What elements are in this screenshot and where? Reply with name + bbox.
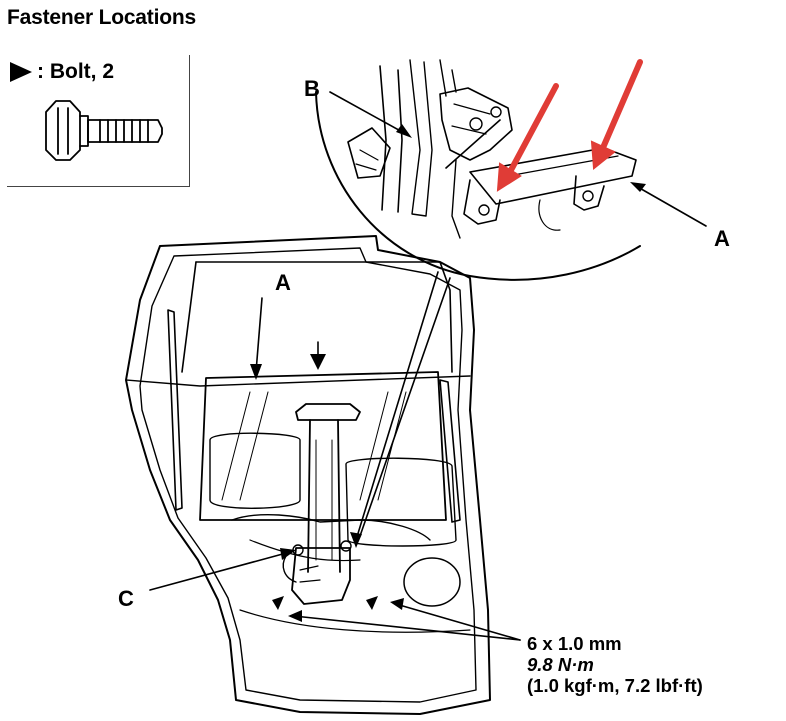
highlight-arrow-1 xyxy=(507,83,559,175)
window-regulator xyxy=(282,403,361,605)
highlight-arrow-2 xyxy=(599,59,643,153)
legend-box xyxy=(7,55,190,187)
leader-lines xyxy=(149,91,707,641)
highlight-arrows xyxy=(496,59,643,192)
legend: : Bolt, 2 xyxy=(10,60,114,84)
door-outline xyxy=(125,235,491,715)
torque-spec: 6 x 1.0 mm 9.8 N·m (1.0 kgf·m, 7.2 lbf·f… xyxy=(527,633,703,696)
callout-c: C xyxy=(118,586,134,611)
bolt-size: 6 x 1.0 mm xyxy=(527,633,622,654)
torque-alt: (1.0 kgf·m, 7.2 lbf·ft) xyxy=(527,675,703,696)
bolt-markers xyxy=(272,596,378,610)
callout-a-detail: A xyxy=(714,226,730,251)
callout-b: B xyxy=(304,76,320,101)
leader-arrowheads xyxy=(250,124,646,622)
page-title: Fastener Locations xyxy=(7,6,196,29)
callout-a-main: A xyxy=(275,270,291,295)
detail-view xyxy=(315,59,641,281)
bolt-marker-icon xyxy=(10,62,32,82)
bolt-illustration xyxy=(45,100,163,161)
torque-nm: 9.8 N·m xyxy=(527,654,594,675)
legend-label: : Bolt, 2 xyxy=(37,60,114,83)
